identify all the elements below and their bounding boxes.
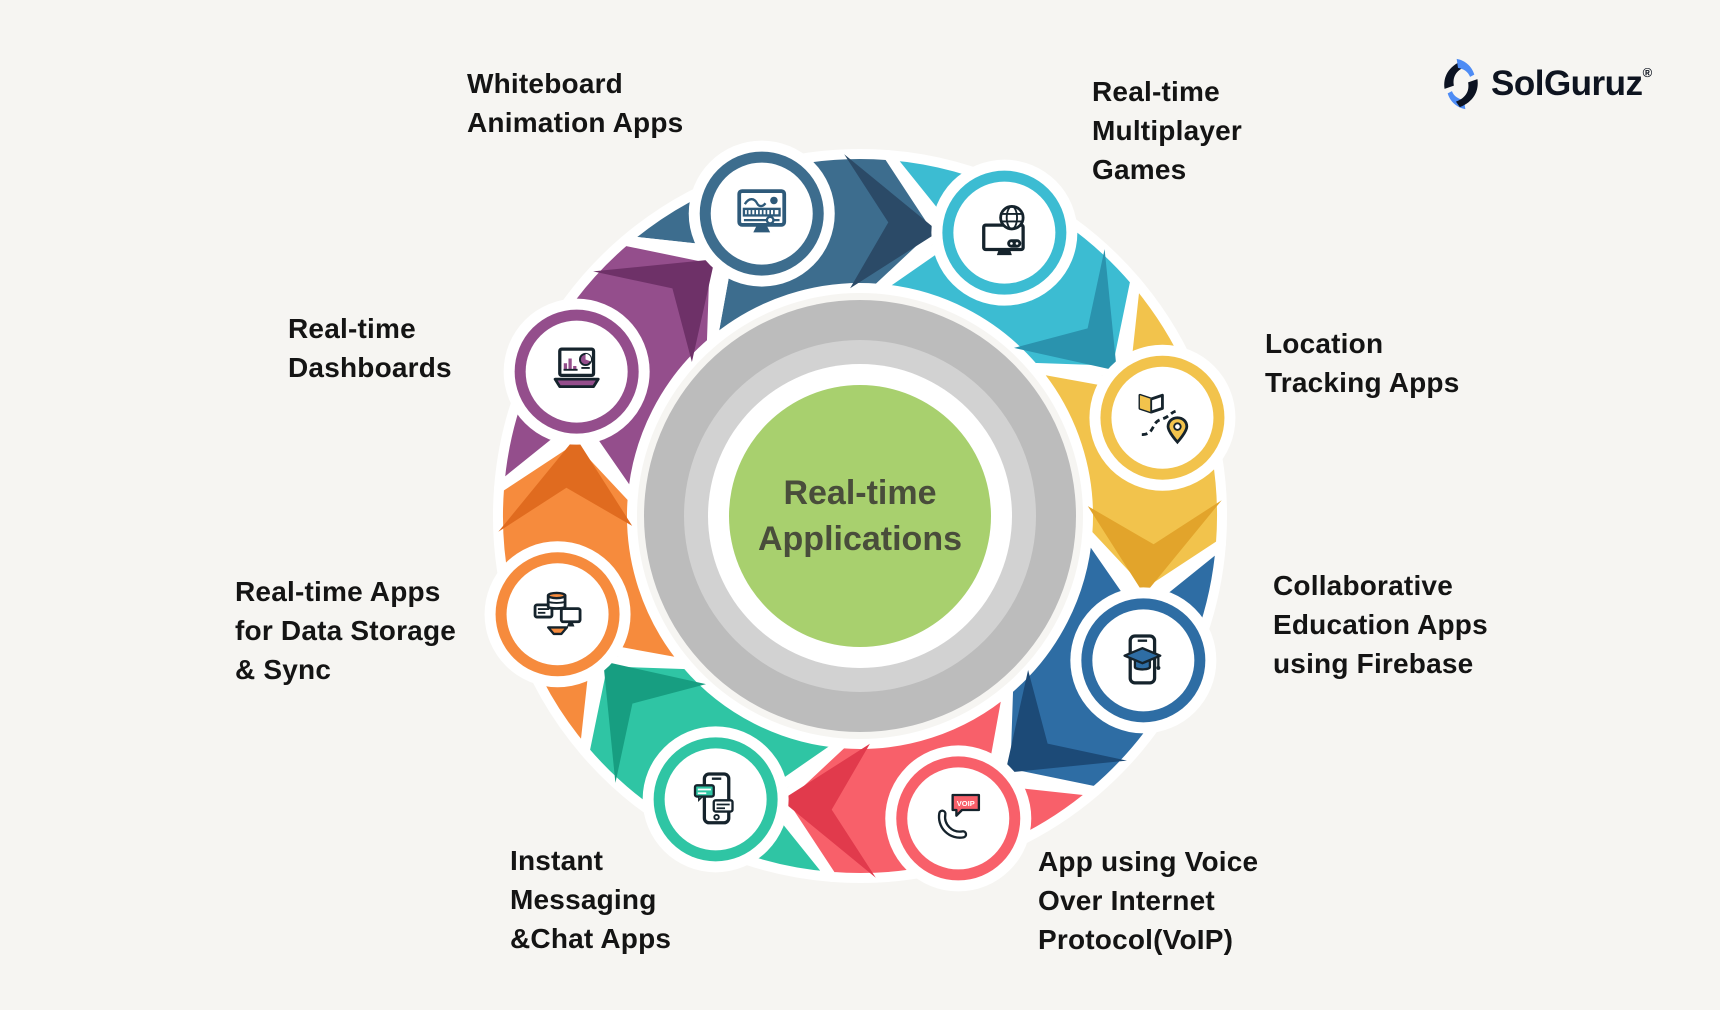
segment-arrowhead-games (1014, 249, 1117, 371)
segment-arrowhead-education (1005, 670, 1127, 773)
label-voip-apps: App using Voice Over Internet Protocol(V… (1038, 846, 1259, 955)
realtime-dashboard-icon (553, 347, 600, 389)
segment-arrowhead-chat (603, 661, 706, 783)
segment-arrowhead-dashboard (593, 259, 715, 362)
center-title: Real-time Applications (757, 474, 963, 558)
solguruz-bolt-icon (1444, 58, 1478, 110)
label-realtime-multiplayer-games: Real-time Multiplayer Games (1092, 76, 1243, 185)
segment-arrowhead-location (1087, 500, 1222, 595)
badge-face-voip (907, 767, 1010, 870)
badge-face-location (1111, 366, 1214, 469)
center-circle (729, 385, 991, 647)
solguruz-logo: SolGuruz® (1438, 56, 1652, 112)
label-collaborative-education-apps: Collaborative Education Apps using Fireb… (1273, 570, 1488, 679)
label-instant-messaging-chat-apps: Instant Messaging &Chat Apps (510, 845, 672, 954)
badge-face-storage (506, 563, 609, 666)
label-location-tracking-apps: Location Tracking Apps (1265, 328, 1460, 398)
label-whiteboard-animation-apps: Whiteboard Animation Apps (467, 68, 684, 138)
solguruz-logo-text: SolGuruz® (1491, 64, 1653, 103)
segment-arrowhead-whiteboard (844, 154, 939, 289)
collaborative-education-icon (1122, 634, 1163, 685)
segment-arrowhead-storage (498, 437, 633, 532)
label-realtime-dashboards: Real-time Dashboards (288, 313, 452, 383)
whiteboard-animation-icon (737, 189, 787, 235)
registered-mark: ® (1642, 65, 1653, 80)
label-data-storage-sync-apps: Real-time Apps for Data Storage & Sync (235, 576, 457, 685)
segment-arrowhead-voip (781, 743, 876, 878)
